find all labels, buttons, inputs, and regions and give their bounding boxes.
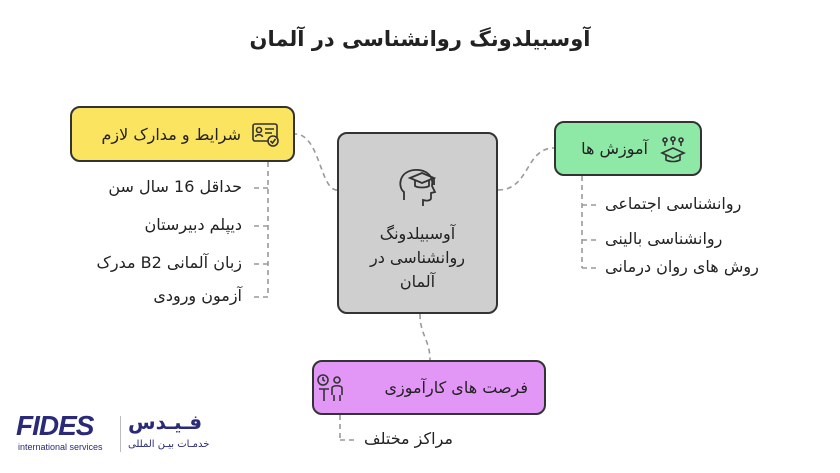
graduation-students-icon [658,134,688,164]
connector-center-internship [419,313,431,361]
logo-divider [120,416,121,452]
head-graduation-cap-icon [390,160,446,216]
connector-center-education [497,147,555,191]
requirement-item: حداقل 16 سال سن [108,177,242,196]
education-item: روش های روان درمانی [605,257,759,276]
id-card-check-icon [251,119,281,149]
center-label-line3: آلمان [399,272,436,291]
logo-en: FIDES [16,410,94,441]
internship-node[interactable]: فرصت های کارآموزی [312,360,546,415]
education-item: روانشناسی بالینی [605,229,723,248]
requirements-label: شرایط و مدارک لازم [101,124,241,144]
requirement-item: زبان آلمانی B2 مدرک [96,253,242,272]
logo-fa-sub: خدمـات بیـن المللی [128,439,210,450]
education-node[interactable]: آموزش ها [554,121,702,176]
center-label-line1: آوسبیلدونگ [379,224,456,243]
education-label: آموزش ها [581,139,648,158]
diagram-title: آوسبیلدونگ روانشناسی در آلمان [249,27,591,51]
logo-en-sub: international services [18,442,103,452]
internship-item: مراکز مختلف [364,429,453,448]
logo-fa: فـیـدس [128,410,203,434]
education-item: روانشناسی اجتماعی [605,194,742,213]
presenter-clock-icon [316,373,346,403]
fides-logo[interactable]: FIDES international services فـیـدس خدمـ… [16,410,246,456]
requirements-node[interactable]: شرایط و مدارک لازم [70,106,295,162]
internship-label: فرصت های کارآموزی [384,378,528,397]
requirement-item: آزمون ورودی [153,286,242,305]
connector-center-requirements [294,133,338,191]
requirement-item: دیپلم دبیرستان [144,215,242,234]
center-label: آوسبیلدونگ روانشناسی در آلمان [343,222,493,294]
center-node[interactable]: آوسبیلدونگ روانشناسی در آلمان [337,132,498,314]
center-label-line2: روانشناسی در [369,248,465,267]
